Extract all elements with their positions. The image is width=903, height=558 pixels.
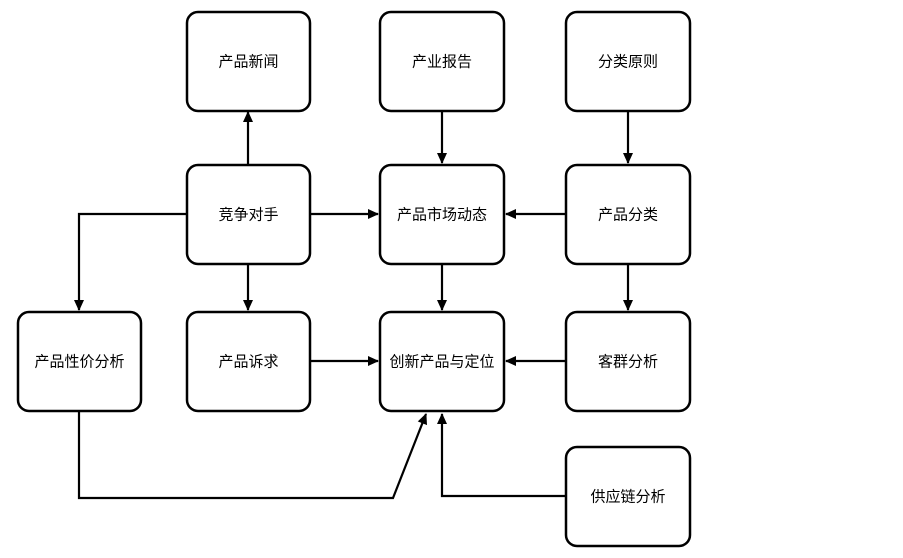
node-label: 分类原则 [598, 53, 658, 71]
node-classification-principle: 分类原则 [564, 10, 692, 113]
node-competitors: 竞争对手 [185, 163, 312, 266]
node-label: 产品性价分析 [34, 353, 124, 371]
node-product-news: 产品新闻 [185, 10, 312, 113]
node-product-classification: 产品分类 [564, 163, 692, 266]
node-price-performance-analysis: 产品性价分析 [16, 310, 143, 413]
node-label: 竞争对手 [218, 206, 278, 224]
node-label: 产品分类 [598, 206, 658, 224]
node-product-market-trends: 产品市场动态 [378, 163, 506, 266]
node-label: 供应链分析 [590, 488, 665, 506]
node-label: 产品诉求 [218, 353, 278, 371]
node-label: 产业报告 [412, 53, 472, 71]
node-label: 产品新闻 [218, 53, 278, 71]
edge-supply-chain-to-innovation [437, 413, 565, 498]
edge-price-performance-to-innovation [77, 412, 428, 500]
node-industry-report: 产业报告 [378, 10, 506, 113]
edge-competitors-to-price-performance [74, 212, 186, 311]
node-label: 创新产品与定位 [389, 353, 494, 371]
node-customer-group-analysis: 客群分析 [564, 310, 692, 413]
node-label: 产品市场动态 [397, 206, 487, 224]
node-product-demands: 产品诉求 [185, 310, 312, 413]
node-innovation-positioning: 创新产品与定位 [378, 310, 506, 413]
node-supply-chain-analysis: 供应链分析 [564, 445, 692, 548]
node-label: 客群分析 [598, 353, 658, 371]
edges [74, 111, 633, 500]
